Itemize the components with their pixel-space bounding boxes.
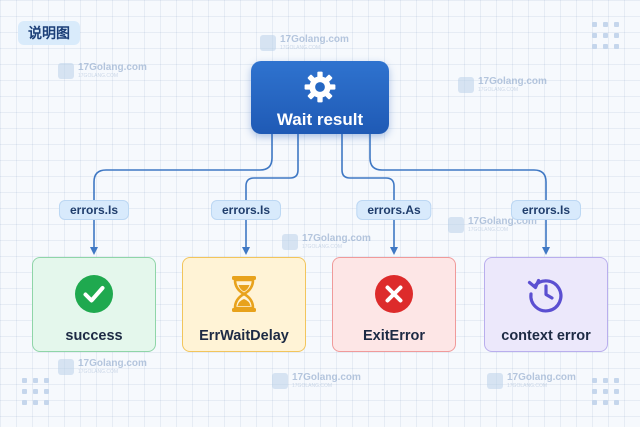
watermark-logo-icon [282,234,298,250]
edge-label-context-error: errors.Is [510,200,582,220]
watermark-logo-icon [58,359,74,375]
watermark-logo-icon [272,373,288,389]
hourglass-icon [232,276,256,312]
connector-context-error [369,134,550,255]
watermark-logo-icon [448,217,464,233]
node-label: success [65,328,123,344]
node-exiterror: ExitError [332,257,456,352]
watermark-logo-icon [458,77,474,93]
watermark-logo-icon [58,63,74,79]
watermark-logo-icon [487,373,503,389]
root-node-wait-result: Wait result [251,61,389,134]
decorative-dots [592,378,619,405]
node-context-error: context error [484,257,608,352]
node-success: success [32,257,156,352]
connector-exiterror [341,134,398,255]
node-label: context error [501,328,591,344]
decorative-dots [592,22,619,49]
x-circle-icon [375,275,413,313]
node-errwaitdelay: ErrWaitDelay [182,257,306,352]
gear-icon [304,71,336,103]
connector-errwaitdelay [242,134,299,255]
diagram-badge: 说明图 [18,21,80,45]
check-circle-icon [75,275,113,313]
edge-label-errwaitdelay: errors.Is [210,200,282,220]
history-clock-icon [527,278,563,313]
watermark-logo-icon [260,35,276,51]
edge-label-exiterror: errors.As [356,200,432,220]
root-node-label: Wait result [276,110,364,129]
node-label: ErrWaitDelay [199,328,289,344]
decorative-dots [22,378,49,405]
edge-label-success: errors.Is [58,200,130,220]
node-label: ExitError [362,328,426,344]
connector-success [90,134,273,255]
